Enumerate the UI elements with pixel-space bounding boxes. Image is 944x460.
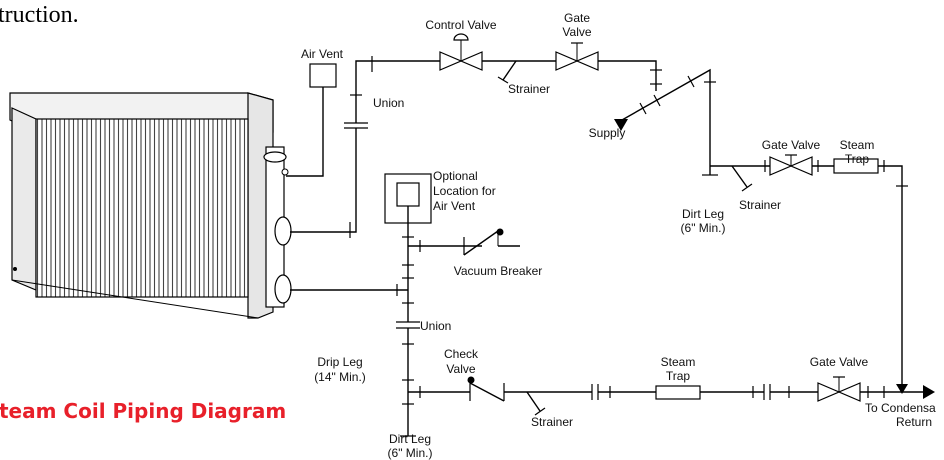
check-valve-label-2: Valve xyxy=(446,362,475,376)
diagram-title: team Coil Piping Diagram xyxy=(0,399,286,423)
union-top-label: Union xyxy=(373,96,404,110)
steam-trap-right-label-1: Steam xyxy=(840,138,875,152)
gate-valve-right xyxy=(769,154,813,176)
steam-trap-bottom xyxy=(655,385,701,400)
gate-valve-top xyxy=(555,42,599,71)
union-mid-label: Union xyxy=(420,319,451,333)
strainer-top-label: Strainer xyxy=(508,82,550,96)
control-valve xyxy=(439,33,483,71)
dirt-leg-right-label-2: (6" Min.) xyxy=(681,221,726,235)
drip-leg-label-1: Drip Leg xyxy=(317,355,362,369)
steam-trap-bottom-label-2: Trap xyxy=(666,369,691,383)
piping-lines xyxy=(286,33,935,437)
gate-valve-bottom xyxy=(817,376,861,402)
steam-trap-bottom-label-1: Steam xyxy=(661,355,696,369)
check-valve xyxy=(467,376,505,402)
gate-valve-right-label: Gate Valve xyxy=(762,138,821,152)
diagram-labels: Control Valve Gate Valve Air Vent Union … xyxy=(301,11,936,460)
gate-valve-top-label-1: Gate xyxy=(564,11,590,25)
steam-trap-right-label-2: Trap xyxy=(845,152,870,166)
vacuum-breaker-label: Vacuum Breaker xyxy=(454,264,542,278)
to-condensate-label-1: To Condensa xyxy=(865,401,936,415)
to-condensate-label-2: Return xyxy=(896,415,932,429)
gate-valve-bottom-label: Gate Valve xyxy=(810,355,869,369)
gate-valve-top-label-2: Valve xyxy=(562,25,591,39)
optional-location-label-1: Optional xyxy=(433,169,478,183)
optional-location-label-2: Location for xyxy=(433,184,496,198)
optional-air-vent-inner xyxy=(396,182,420,207)
strainer-right-label: Strainer xyxy=(739,198,781,212)
dirt-leg-right-label-1: Dirt Leg xyxy=(682,207,724,221)
dirt-leg-bottom-label-1: Dirt Leg xyxy=(389,432,431,446)
drip-leg-label-2: (14" Min.) xyxy=(314,370,366,384)
air-vent-box xyxy=(309,63,337,88)
steam-coil xyxy=(9,92,292,319)
strainer-bottom-label: Strainer xyxy=(531,415,573,429)
supply-label: Supply xyxy=(589,126,626,140)
check-valve-label-1: Check xyxy=(444,347,479,361)
control-valve-label: Control Valve xyxy=(425,18,496,32)
air-vent-label: Air Vent xyxy=(301,47,344,61)
optional-location-label-3: Air Vent xyxy=(433,199,476,213)
dirt-leg-bottom-label-2: (6" Min.) xyxy=(388,446,433,460)
header-text-fragment: truction. xyxy=(0,2,79,28)
